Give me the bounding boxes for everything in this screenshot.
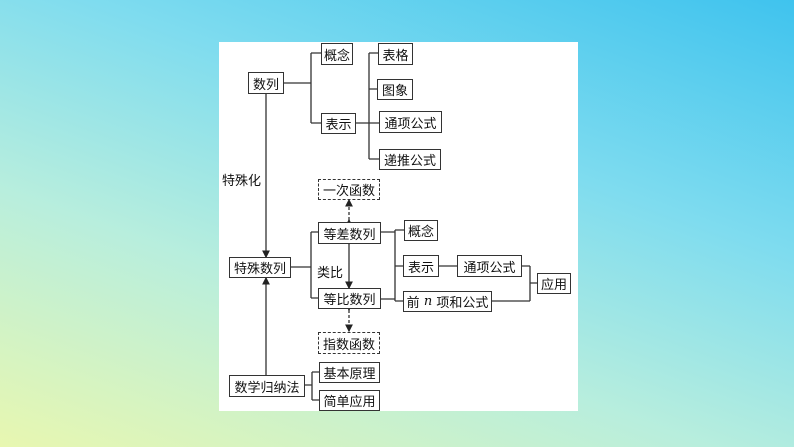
sum-variable: n: [423, 294, 433, 309]
node-partial-sum-formula: 前 n 项和公式: [403, 291, 492, 312]
label-analogy: 类比: [317, 266, 344, 281]
node-application: 应用: [537, 273, 571, 294]
node-table: 表格: [378, 43, 413, 65]
node-simple-application: 简单应用: [319, 390, 380, 411]
node-recursive-formula: 递推公式: [379, 149, 441, 170]
sum-suffix: 项和公式: [436, 296, 489, 311]
node-graph: 图象: [377, 79, 413, 100]
node-exponential-function: 指数函数: [318, 332, 380, 354]
node-seq-general-term: 通项公式: [457, 255, 522, 277]
node-seq-concept: 概念: [404, 220, 438, 241]
sum-prefix: 前: [406, 296, 420, 311]
node-representation: 表示: [321, 113, 356, 134]
node-induction: 数学归纳法: [229, 375, 305, 397]
node-general-term: 通项公式: [379, 111, 442, 133]
node-linear-function: 一次函数: [318, 179, 380, 200]
node-basic-principle: 基本原理: [319, 362, 380, 383]
node-concept: 概念: [321, 43, 353, 65]
node-geometric-sequence: 等比数列: [318, 288, 381, 309]
node-seq-representation: 表示: [403, 255, 439, 277]
node-arithmetic-sequence: 等差数列: [318, 222, 381, 244]
node-special-sequences: 特殊数列: [229, 257, 291, 278]
diagram-panel: [219, 42, 578, 411]
label-specialize: 特殊化: [222, 174, 262, 189]
node-sequence: 数列: [248, 72, 284, 94]
